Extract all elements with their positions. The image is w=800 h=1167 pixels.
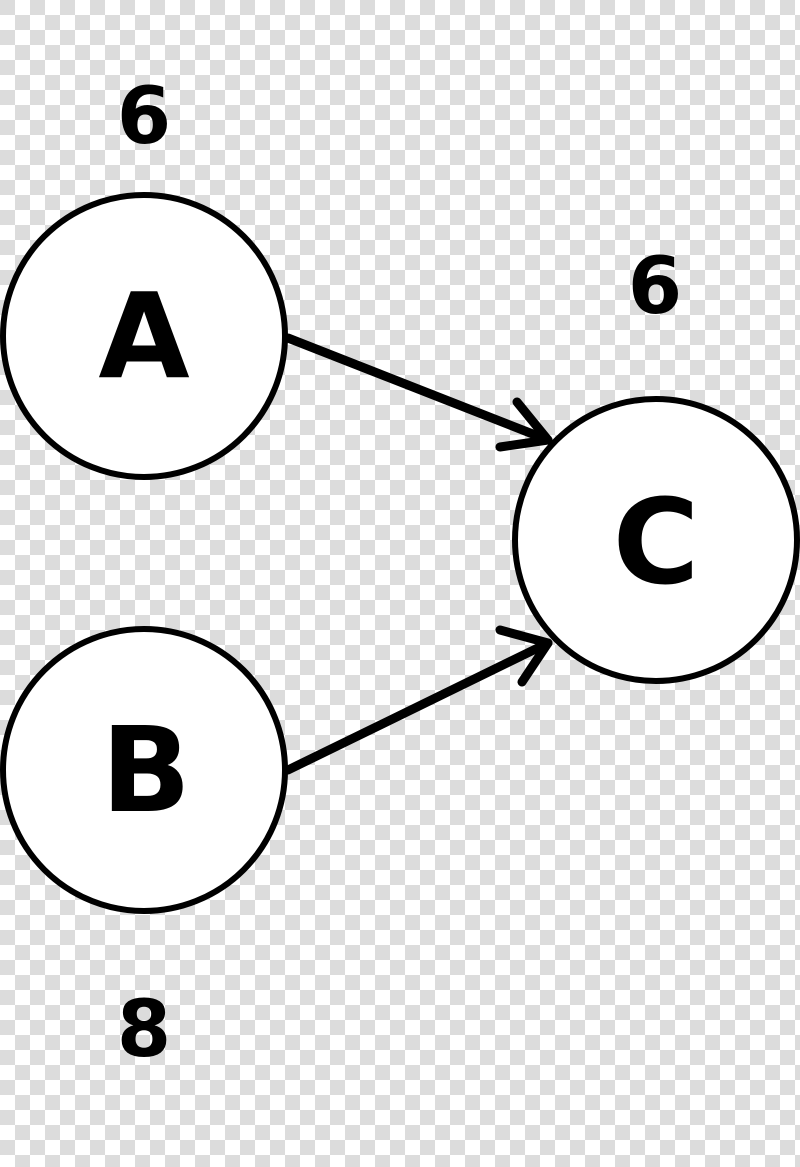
node-a-circle	[0, 192, 288, 480]
node-b-circle	[0, 626, 288, 914]
node-b-value: 8	[117, 985, 171, 1075]
arrowhead-icon	[495, 397, 553, 452]
node-a-label: A	[98, 267, 189, 405]
node-b-label: B	[101, 701, 191, 839]
node-c-value: 6	[628, 242, 682, 332]
node-a-value: 6	[117, 72, 171, 162]
node-a[interactable]: A	[0, 192, 288, 480]
node-c-circle	[512, 396, 800, 684]
node-c[interactable]: C	[512, 396, 800, 684]
arrowhead-icon	[495, 625, 553, 687]
node-c-label: C	[613, 473, 700, 611]
edge-b-to-c	[283, 625, 553, 775]
node-b[interactable]: B	[0, 626, 288, 914]
edge-a-to-c	[283, 333, 553, 452]
